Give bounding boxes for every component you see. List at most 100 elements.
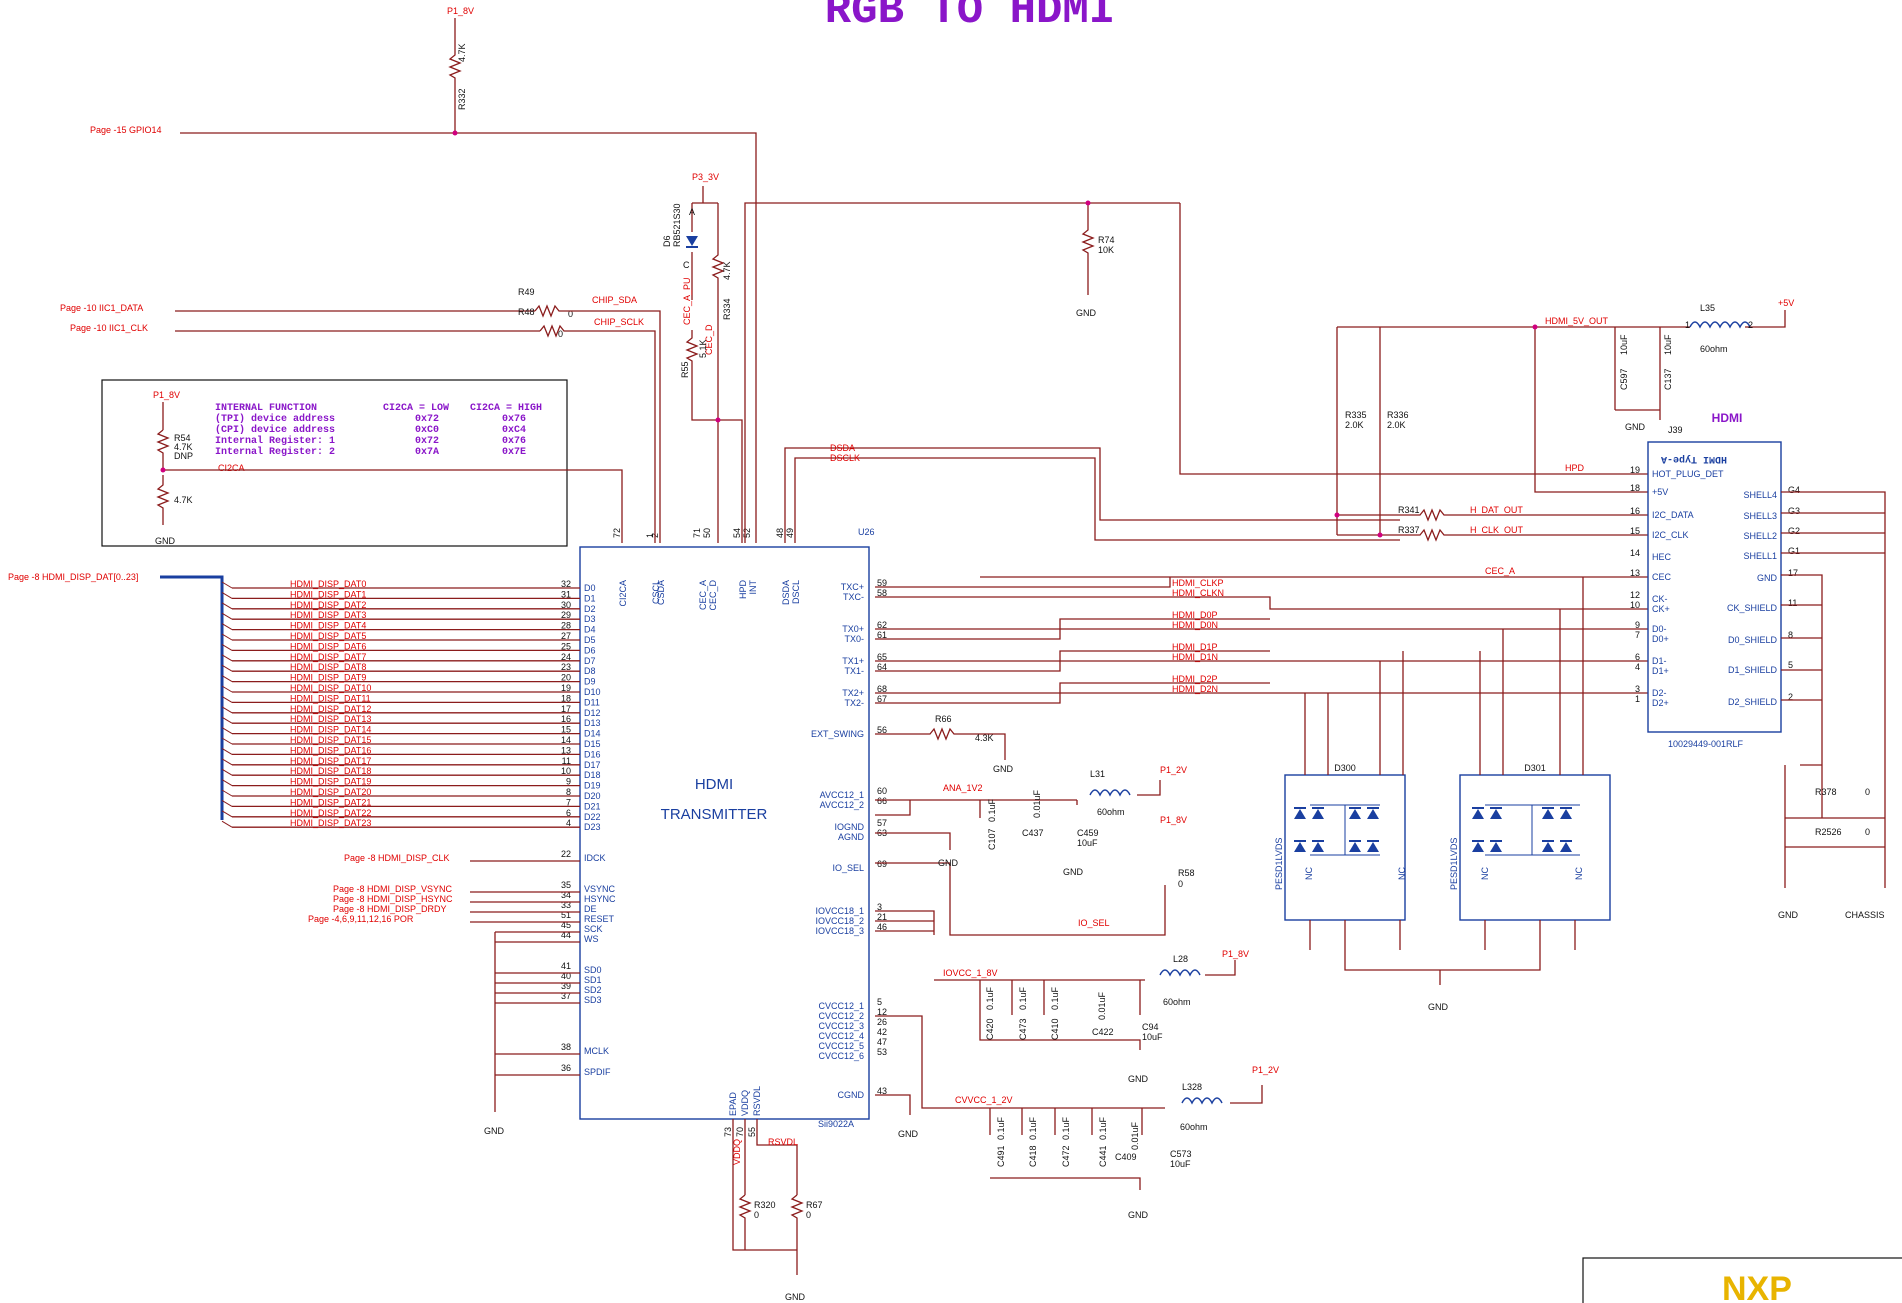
- j39-pin-name: D2-: [1652, 688, 1667, 698]
- u26-pin-number: 17: [561, 704, 571, 714]
- u26-pin-name: SD2: [584, 985, 602, 995]
- esd-diode: [1490, 842, 1502, 852]
- u26-pin-number: 22: [561, 849, 571, 859]
- u26-pin-name: CSCL: [651, 580, 661, 604]
- u26-pin-number: 33: [561, 900, 571, 910]
- u26-pin-number: 21: [877, 912, 887, 922]
- bus-net-label: HDMI_DISP_DAT22: [290, 808, 371, 818]
- ci2ca-net: CI2CA: [218, 463, 245, 473]
- u26-pin-name: CSDA: [656, 580, 666, 605]
- u26-pin-name: D8: [584, 666, 596, 676]
- d301-nc-left: NC: [1480, 867, 1490, 880]
- u26-pin-number: 64: [877, 662, 887, 672]
- l28-value: 60ohm: [1163, 997, 1191, 1007]
- r337-label: R337: [1398, 525, 1420, 535]
- r54-dnp: DNP: [174, 451, 193, 461]
- j39-pin-name: D1_SHIELD: [1728, 665, 1778, 675]
- u26-pin-name: CVCC12_5: [818, 1041, 864, 1051]
- c107-label: C107: [987, 828, 997, 850]
- bus-net-label: HDMI_DISP_DAT4: [290, 621, 366, 631]
- u26-pin-name: D2: [584, 604, 596, 614]
- u26-pin-name: HSYNC: [584, 894, 616, 904]
- r67-label: R67: [806, 1200, 823, 1210]
- u26-pin-name: TXC-: [843, 592, 864, 602]
- bus-net-label: HDMI_DISP_DAT16: [290, 745, 371, 755]
- u26-pin-name: CEC_A: [698, 580, 708, 610]
- d0n-net: HDMI_D0N: [1172, 620, 1218, 630]
- u26-pin-name: EXT_SWING: [811, 729, 864, 739]
- bus-net-label: HDMI_DISP_DAT20: [290, 787, 371, 797]
- j39-pin-number: G3: [1788, 506, 1800, 516]
- esd-diode: [1312, 809, 1324, 819]
- j39-pin-number: 14: [1630, 548, 1640, 558]
- bus-entry: [221, 758, 233, 766]
- bus-entry: [221, 581, 233, 589]
- gnd-iognd: GND: [938, 858, 959, 868]
- table-cell-low: 0x72: [415, 414, 439, 425]
- esd-diode: [1542, 842, 1554, 852]
- j39-pin-number: 12: [1630, 590, 1640, 600]
- esd-diodes: [1294, 807, 1572, 852]
- u26-pin-number: 15: [561, 725, 571, 735]
- u26-pin-number: 67: [877, 694, 887, 704]
- r74-value: 10K: [1098, 245, 1114, 255]
- d2n-net: HDMI_D2N: [1172, 684, 1218, 694]
- bus-entry: [221, 664, 233, 672]
- d300-nc-left: NC: [1304, 867, 1314, 880]
- bus-entry: [221, 695, 233, 703]
- offpage-gpio14: Page -15 GPIO14: [90, 125, 162, 135]
- u26-pin-name: IOVCC18_1: [815, 906, 864, 916]
- d300-nc-right: NC: [1397, 867, 1407, 880]
- u26-pin-name: RESET: [584, 914, 615, 924]
- u26-pin-number: 26: [877, 1017, 887, 1027]
- bus-entry: [221, 633, 233, 641]
- offpage-vsync: Page -8 HDMI_DISP_VSYNC: [333, 884, 453, 894]
- u26-pin-number: 34: [561, 890, 571, 900]
- c418-label: C418: [1028, 1145, 1038, 1167]
- chip-sda-net: CHIP_SDA: [592, 295, 637, 305]
- r332-label: R332: [457, 88, 467, 110]
- d301-label: D301: [1524, 763, 1546, 773]
- r334-value: 4.7K: [722, 261, 732, 280]
- u26-pin-number: 52: [742, 528, 752, 538]
- r336-label: R336: [1387, 410, 1409, 420]
- d6-part: RB521S30: [672, 203, 682, 247]
- u26-pin-name: CEC_D: [708, 580, 718, 611]
- u26-pin-name: TX1-: [844, 666, 864, 676]
- bus-net-label: HDMI_DISP_DAT19: [290, 777, 371, 787]
- p1-2v-l328: P1_2V: [1252, 1065, 1279, 1075]
- u26-pin-name: D0: [584, 583, 596, 593]
- j39-pin-number: 11: [1788, 598, 1797, 608]
- u26-part: Sii9022A: [818, 1119, 854, 1129]
- r54b-value: 4.7K: [174, 495, 193, 505]
- u26-pin-number: 11: [562, 756, 571, 766]
- u26-right-pins: 59TXC+58TXC-62TX0+61TX0-65TX1+64TX1-68TX…: [811, 578, 887, 1100]
- l31-label: L31: [1090, 769, 1105, 779]
- u26-pin-name: D16: [584, 749, 601, 759]
- u26-pin-name: D3: [584, 614, 596, 624]
- l328-value: 60ohm: [1180, 1122, 1208, 1132]
- vddq-net: VDDQ: [732, 1139, 742, 1165]
- u26-pin-name: D9: [584, 677, 596, 687]
- r335-value: 2.0K: [1345, 420, 1364, 430]
- d6-label: D6: [662, 235, 672, 247]
- u26-pin-number: 53: [877, 1047, 887, 1057]
- r66-label: R66: [935, 714, 952, 724]
- c437-value: 0.01uF: [1032, 789, 1042, 818]
- r332-value: 4.7K: [457, 43, 467, 62]
- u26-pin-number: 9: [566, 777, 571, 787]
- u26-pin-name: CI2CA: [618, 580, 628, 607]
- u26-pin-number: 54: [732, 528, 742, 538]
- u26-pin-number: 69: [877, 859, 887, 869]
- gnd-c597: GND: [1625, 422, 1646, 432]
- u26-pin-name: D11: [584, 697, 600, 707]
- r74-label: R74: [1098, 235, 1115, 245]
- iovcc-1v8-net: IOVCC_1_8V: [943, 968, 998, 978]
- bus-net-label: HDMI_DISP_DAT14: [290, 725, 371, 735]
- table-cell-high: 0x76: [502, 436, 526, 447]
- j39-pin-number: G4: [1788, 485, 1800, 495]
- l31-value: 60ohm: [1097, 807, 1125, 817]
- c409-value: 0.01uF: [1130, 1121, 1140, 1150]
